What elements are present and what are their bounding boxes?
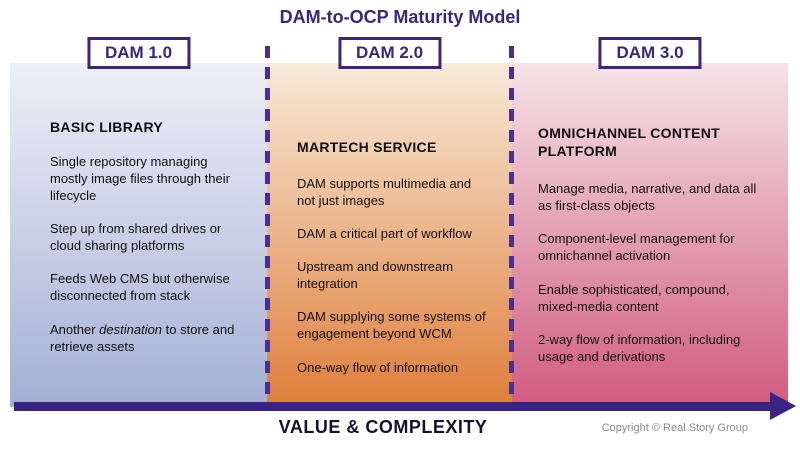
- value-complexity-arrow: [14, 402, 772, 411]
- column-item: Upstream and downstream integration: [297, 258, 454, 292]
- column-header-dam-2: DAM 2.0: [337, 37, 442, 70]
- arrow-head-icon: [770, 392, 796, 420]
- dashed-divider-1: [265, 46, 270, 406]
- column-item: DAM supplying some systems of engagement…: [297, 309, 486, 342]
- column-item: Enable sophisticated, compound, mixed-me…: [538, 281, 730, 314]
- column-item: 2-way flow of information, including usa…: [538, 331, 741, 365]
- dashed-divider-2: [509, 46, 514, 406]
- column-item: DAM supports multimedia and not just ima…: [297, 175, 472, 208]
- column-item: Manage media, narrative, and data all as…: [538, 181, 757, 214]
- column-item: DAM a critical part of workflow: [297, 225, 472, 241]
- copyright-text: Copyright © Real Story Group: [601, 422, 748, 434]
- column-title-dam-3: OMNICHANNEL CONTENT PLATFORM: [538, 125, 720, 159]
- column-item: Step up from shared drives or cloud shar…: [50, 220, 222, 254]
- column-title-dam-2: MARTECH SERVICE: [297, 139, 437, 155]
- column-item: Another destination to store and retriev…: [50, 321, 235, 354]
- column-item: Single repository managing mostly image …: [50, 153, 230, 203]
- column-header-dam-1: DAM 1.0: [86, 37, 191, 70]
- column-item: Component-level management for omnichann…: [538, 231, 735, 264]
- diagram-title: DAM-to-OCP Maturity Model: [279, 7, 521, 27]
- column-header-dam-3: DAM 3.0: [598, 37, 702, 70]
- column-item: Feeds Web CMS but otherwise disconnected…: [50, 271, 230, 304]
- column-item: One-way flow of information: [297, 359, 459, 375]
- column-title-dam-1: BASIC LIBRARY: [50, 119, 164, 135]
- axis-label: VALUE & COMPLEXITY: [278, 417, 488, 437]
